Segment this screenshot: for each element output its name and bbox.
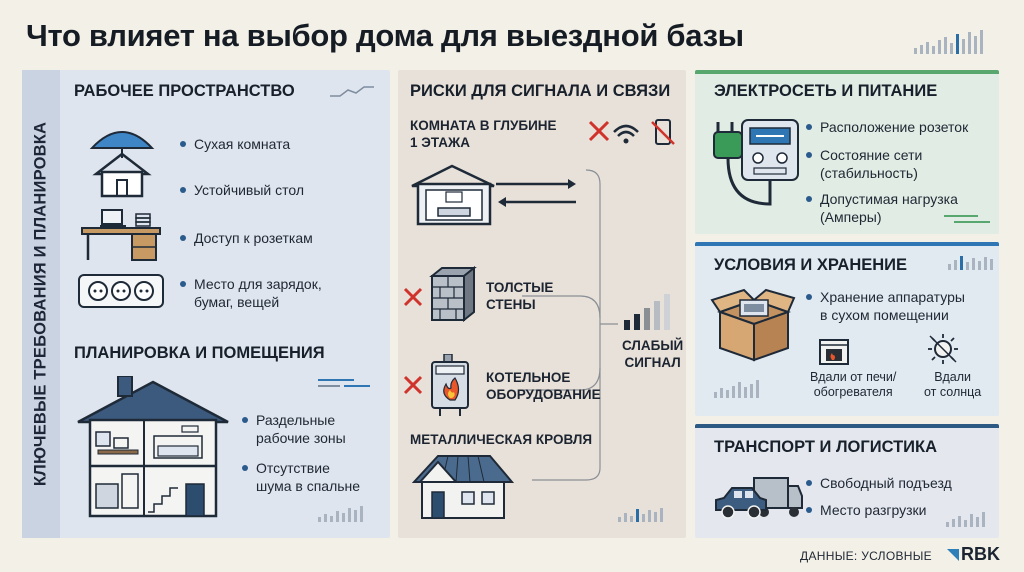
deep-room-label: КОМНАТА В ГЛУБИНЕ 1 ЭТАЖА: [410, 118, 557, 150]
thick-walls-label: ТОЛСТЫЕ СТЕНЫ: [486, 280, 554, 312]
power-heading: ЭЛЕКТРОСЕТЬ И ПИТАНИЕ: [714, 82, 938, 100]
deep-room-house-icon: [411, 164, 495, 226]
workspace-item: Место для зарядок, бумаг, вещей: [180, 275, 322, 311]
boiler-icon: [431, 354, 469, 416]
weak-signal-label: СЛАБЫЙ СИГНАЛ: [622, 338, 684, 370]
storage-bars-decor: [948, 256, 993, 270]
mid-bars-decor: [618, 508, 663, 522]
title-bars-decor: [914, 30, 983, 54]
power-item: Расположение розеток: [806, 118, 968, 136]
stove-icon: [819, 339, 849, 365]
desk-icon: [81, 209, 161, 261]
data-source-note: ДАННЫЕ: УСЛОВНЫЕ: [800, 549, 932, 563]
truck-car-icon: [715, 477, 803, 519]
workspace-item: Доступ к розеткам: [180, 229, 313, 247]
storage-item: Хранение аппаратуры в сухом помещении: [806, 288, 965, 324]
trend-line-icon: [330, 86, 374, 97]
signal-heading: РИСКИ ДЛЯ СИГНАЛА И СВЯЗИ: [410, 82, 671, 100]
away-stove-label: Вдали от печи/ обогревателя: [810, 370, 897, 399]
workspace-heading: РАБОЧЕЕ ПРОСТРАНСТВО: [74, 82, 295, 100]
power-item: Допустимая нагрузка (Амперы): [806, 190, 958, 226]
storage-bottom-bars-decor: [714, 380, 759, 398]
metal-roof-house-icon: [412, 455, 514, 519]
workspace-item: Устойчивый стол: [180, 181, 304, 199]
transport-item: Свободный подъезд: [806, 474, 952, 492]
no-signal-icons: [588, 119, 675, 145]
lines-decor-icon: [318, 379, 370, 387]
umbrella-house-icon: [89, 131, 155, 198]
vertical-section-label: КЛЮЧЕВЫЕ ТРЕБОВАНИЯ И ПЛАНИРОВКА: [22, 70, 60, 538]
brand-logo: RBK: [947, 544, 1000, 565]
plug-meter-icon: [713, 119, 799, 206]
sun-icon: [928, 334, 958, 364]
x-mark-icon: [403, 287, 423, 307]
workspace-item: Сухая комната: [180, 135, 290, 153]
transport-item: Место разгрузки: [806, 501, 926, 519]
power-strip-icon: [78, 274, 164, 308]
layout-item: Отсутствие шума в спальне: [242, 459, 360, 495]
away-sun-label: Вдали от солнца: [924, 370, 982, 399]
power-item: Состояние сети (стабильность): [806, 146, 922, 182]
signal-connector-lines: [522, 169, 618, 481]
boiler-label: КОТЕЛЬНОЕ ОБОРУДОВАНИЕ: [486, 370, 601, 402]
layout-item: Раздельные рабочие зоны: [242, 411, 346, 447]
left-bars-decor: [318, 506, 363, 522]
brand-mark-icon: [947, 548, 959, 561]
x-mark-icon: [403, 375, 423, 395]
metal-roof-label: МЕТАЛЛИЧЕСКАЯ КРОВЛЯ: [410, 432, 593, 447]
transport-heading: ТРАНСПОРТ И ЛОГИСТИКА: [714, 438, 938, 456]
layout-heading: ПЛАНИРОВКА И ПОМЕЩЕНИЯ: [74, 344, 325, 362]
transport-bars-decor: [946, 512, 985, 527]
lines-decor-icon: [944, 215, 990, 223]
transport-panel: [695, 424, 999, 538]
brick-wall-icon: [429, 266, 477, 322]
weak-signal-bars-icon: [624, 294, 670, 330]
page-title: Что влияет на выбор дома для выездной ба…: [26, 18, 744, 53]
signal-bounce-arrows: [496, 179, 576, 207]
storage-box-icon: [710, 288, 796, 362]
storage-heading: УСЛОВИЯ И ХРАНЕНИЕ: [714, 256, 908, 274]
house-cutaway-icon: [77, 376, 229, 518]
